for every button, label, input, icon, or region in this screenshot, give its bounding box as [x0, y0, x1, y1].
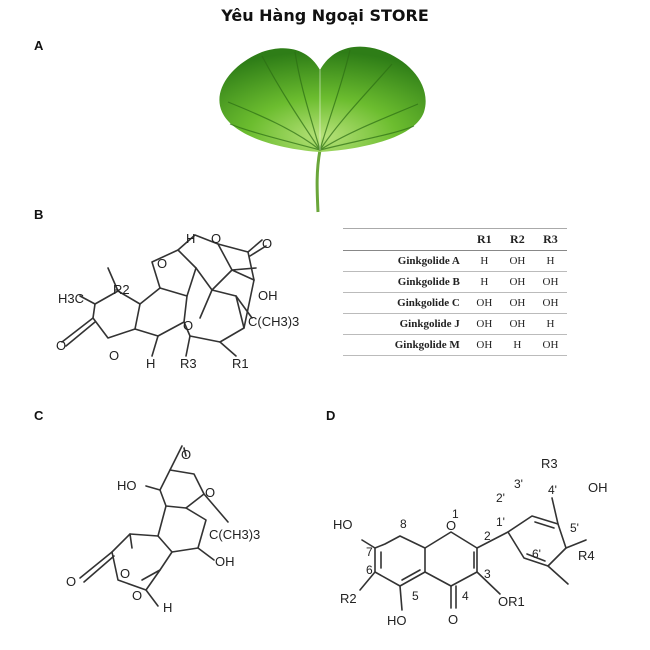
- locant-2: 2: [484, 529, 491, 543]
- atom-o-left: O: [66, 574, 76, 589]
- locant-4p: 4': [548, 483, 557, 497]
- panel-label-d: D: [326, 408, 336, 423]
- column-header: [343, 228, 468, 251]
- ginkgo-leaf-image: [219, 46, 426, 213]
- locant-3p: 3': [514, 477, 523, 491]
- panel-label-b: B: [34, 207, 44, 222]
- atom-oh4p: OH: [588, 480, 608, 495]
- row-name: Ginkgolide C: [343, 292, 468, 314]
- cell-r1: OH: [467, 313, 501, 335]
- atom-o-bridge: O: [183, 318, 193, 333]
- table-row: Ginkgolide B H OH OH: [343, 271, 567, 293]
- locant-2p: 2': [496, 491, 505, 505]
- cell-r2: H: [500, 334, 534, 356]
- atom-o4: O: [448, 612, 458, 627]
- locant-5p: 5': [570, 521, 579, 535]
- cell-r2: OH: [500, 271, 534, 293]
- atom-h-bottom: H: [146, 356, 155, 371]
- atom-o-top: O: [181, 447, 191, 462]
- table-row: Ginkgolide C OH OH OH: [343, 292, 567, 314]
- flavonol-structure: HO R2 HO O O OR1 R3 OH R4 1 2 3 4 5 6 7 …: [333, 456, 608, 628]
- bilobalide-structure: O HO O C(CH3)3 OH O O O H: [66, 445, 260, 615]
- atom-o-ring3: O: [109, 348, 119, 363]
- locant-8: 8: [400, 517, 407, 531]
- cell-r1: OH: [467, 292, 501, 314]
- atom-r2: R2: [113, 282, 130, 297]
- atom-o1: O: [446, 518, 456, 533]
- row-name: Ginkgolide J: [343, 313, 468, 335]
- atom-ho5: HO: [387, 613, 407, 628]
- column-header-r2: R2: [500, 228, 534, 251]
- cell-r2: OH: [500, 250, 534, 272]
- row-name: Ginkgolide A: [343, 250, 468, 272]
- ginkgolide-table: R1 R2 R3 Ginkgolide A H OH H Ginkgolide …: [343, 228, 567, 356]
- cell-r2: OH: [500, 313, 534, 335]
- locant-5: 5: [412, 589, 419, 603]
- atom-o-lactone: O: [56, 338, 66, 353]
- atom-oh: OH: [258, 288, 278, 303]
- atom-h-c: H: [163, 600, 172, 615]
- cell-r1: H: [467, 271, 501, 293]
- table-row: Ginkgolide M OH H OH: [343, 334, 567, 356]
- atom-r1: R1: [232, 356, 249, 371]
- atom-o-carbonyl: O: [262, 236, 272, 251]
- cell-r1: H: [467, 250, 501, 272]
- atom-or1: OR1: [498, 594, 525, 609]
- locant-1: 1: [452, 507, 459, 521]
- atom-h3c: H3C: [58, 291, 84, 306]
- atom-o-ring2: O: [157, 256, 167, 271]
- atom-ho: HO: [117, 478, 137, 493]
- atom-o-ring1: O: [211, 231, 221, 246]
- cell-r3: OH: [533, 334, 567, 356]
- row-name: Ginkgolide B: [343, 271, 468, 293]
- store-title: Yêu Hàng Ngoại STORE: [221, 6, 429, 25]
- cell-r2: OH: [500, 292, 534, 314]
- cell-r3: H: [533, 313, 567, 335]
- atom-r4-d: R4: [578, 548, 595, 563]
- cell-r3: OH: [533, 292, 567, 314]
- column-header-r1: R1: [467, 228, 501, 251]
- atom-o-ring: O: [205, 485, 215, 500]
- cell-r3: OH: [533, 271, 567, 293]
- locant-1p: 1': [496, 515, 505, 529]
- atom-tbu: C(CH3)3: [248, 314, 299, 329]
- locant-6: 6: [366, 563, 373, 577]
- atom-tbu-c: C(CH3)3: [209, 527, 260, 542]
- locant-3: 3: [484, 567, 491, 581]
- cell-r3: H: [533, 250, 567, 272]
- ginkgolide-structure: H O O O OH H3C R2 C(CH3)3 O O O H R3 R1: [56, 231, 299, 371]
- atom-ho7: HO: [333, 517, 353, 532]
- row-name: Ginkgolide M: [343, 334, 468, 356]
- atom-h-top: H: [186, 231, 195, 246]
- atom-o-mid: O: [120, 566, 130, 581]
- atom-r3-d: R3: [541, 456, 558, 471]
- panel-label-c: C: [34, 408, 44, 423]
- locant-7: 7: [366, 545, 373, 559]
- cell-r1: OH: [467, 334, 501, 356]
- table-row: Ginkgolide A H OH H: [343, 250, 567, 272]
- atom-o-bridge-c: O: [132, 588, 142, 603]
- column-header-r3: R3: [533, 228, 567, 251]
- locant-4: 4: [462, 589, 469, 603]
- atom-oh-c: OH: [215, 554, 235, 569]
- table-header-row: R1 R2 R3: [343, 228, 567, 251]
- panel-label-a: A: [34, 38, 44, 53]
- locant-6p: 6': [532, 547, 541, 561]
- atom-r3: R3: [180, 356, 197, 371]
- atom-r2-d: R2: [340, 591, 357, 606]
- table-row: Ginkgolide J OH OH H: [343, 313, 567, 335]
